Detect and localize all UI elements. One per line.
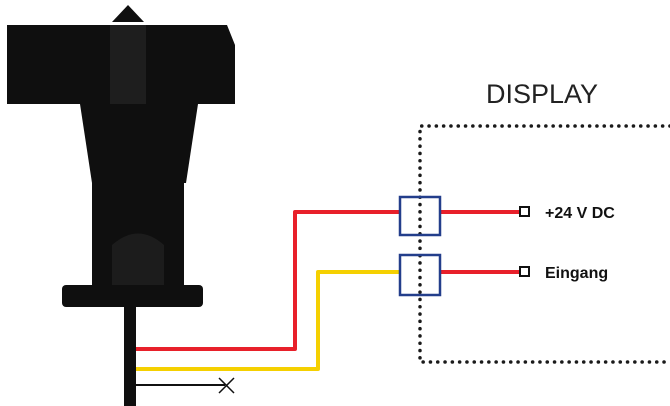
sensor-device [7,5,235,406]
wire-signal [136,270,400,371]
terminal-power-label: +24 V DC [545,205,615,222]
sensor-cable [124,307,136,406]
wires [136,210,520,371]
terminal-power: +24 V DC [519,205,615,222]
terminal-signal-label: Eingang [545,265,608,282]
terminal-power-icon [519,206,530,217]
display-boundary [418,124,670,364]
sensor-top-cap [112,5,144,22]
sensor-barrel-arch [112,233,164,285]
terminal-signal-icon [519,266,530,277]
wire-power [136,210,400,351]
terminal-signal: Eingang [519,265,608,282]
connector-power [398,195,442,237]
display-title: DISPLAY [486,79,598,109]
sensor-head-highlight [110,25,146,104]
connector-signal [398,253,442,297]
wire-unused [136,377,235,394]
sensor-flange [62,285,203,307]
sensor-neck [80,104,198,183]
